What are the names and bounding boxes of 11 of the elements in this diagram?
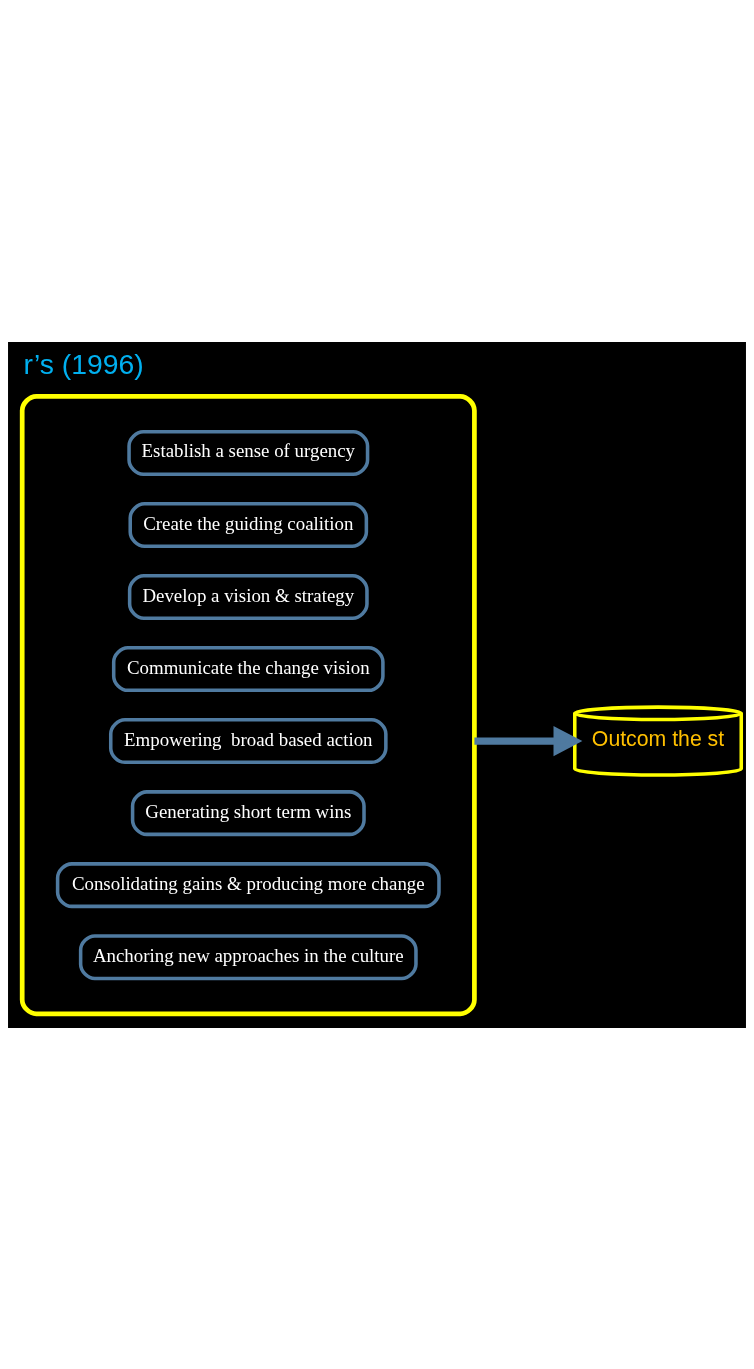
node-box: Generating short term wins [130,789,366,836]
node-box: Communicate the change vision [111,645,385,692]
node-box: Anchoring new approaches in the culture [78,933,418,980]
arrow [474,725,583,756]
diagram-title: r’s (1996) [23,347,144,380]
node-box: Establish a sense of urgency [127,429,370,476]
node-box: Consolidating gains & producing more change [55,861,441,908]
node-box: Empowering broad based action [109,717,388,764]
node-box: Develop a vision & strategy [127,573,369,620]
cluster [19,393,477,1016]
node-box: Create the guiding coalition [128,501,369,548]
